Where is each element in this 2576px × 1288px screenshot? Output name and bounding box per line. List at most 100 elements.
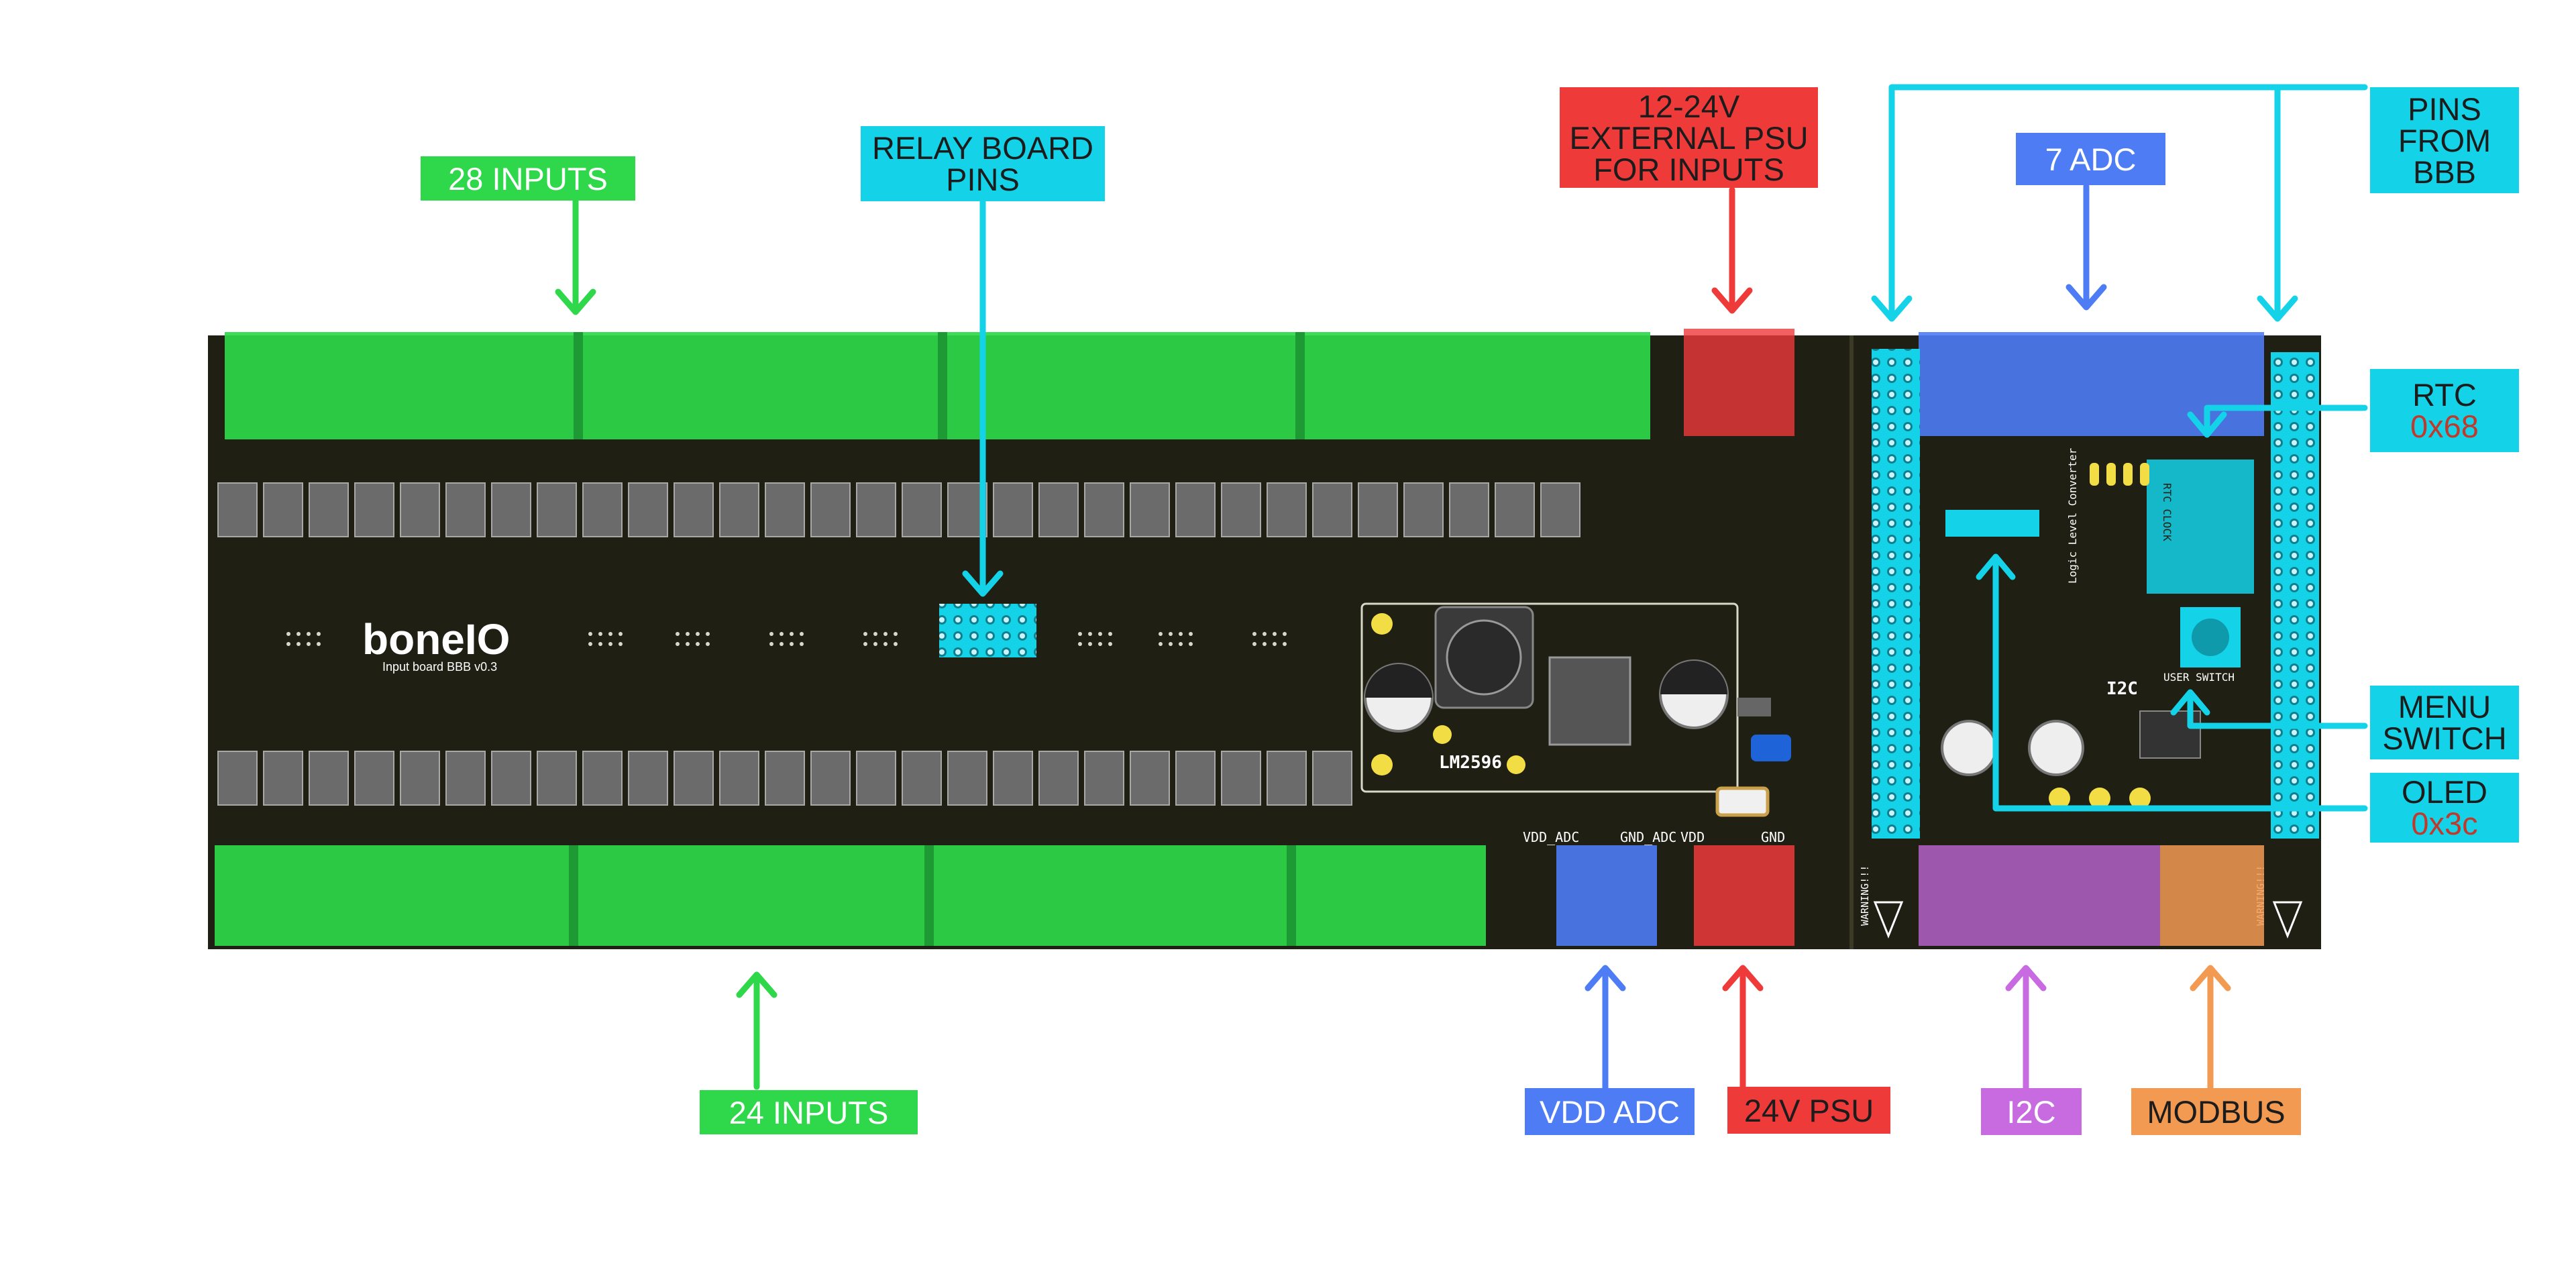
silk-vdd: VDD [1680,829,1705,845]
callout-rtc-address: 0x68 [2410,409,2479,444]
callout-menu-line1: MENU [2398,689,2491,724]
callout-i2c: I2C [1981,1088,2082,1135]
optocoupler-chip [1540,482,1580,537]
optocoupler-chip [309,751,349,806]
input-terminals-top [225,332,1650,439]
callout-24v-psu: 24V PSU [1727,1087,1890,1134]
optocoupler-row-bottom [217,751,1352,806]
optocoupler-chip [1038,482,1079,537]
relay-board-header [939,604,1036,657]
user-switch-silk: USER SWITCH [2163,671,2235,684]
optocoupler-chip [856,751,896,806]
optocoupler-chip [263,482,303,537]
capacitor-c6 [2028,720,2084,776]
capacitor-c7 [1941,720,1997,776]
callout-bbb-line1: PINS [2408,91,2481,127]
optocoupler-chip [354,482,394,537]
optocoupler-chip [1495,482,1535,537]
callout-psu-line3: FOR INPUTS [1593,151,1784,187]
callout-menu-switch: MENU SWITCH [2370,686,2519,759]
yellow-pads [1371,463,2151,809]
i2c-header [1945,510,2039,537]
callout-adc-text: 7 ADC [2045,141,2137,177]
optocoupler-chip [810,751,851,806]
optocoupler-chip [902,751,942,806]
optocoupler-chip [856,482,896,537]
modbus-terminal [2160,845,2264,946]
optocoupler-chip [309,482,349,537]
board-subtitle: Input board BBB v0.3 [382,660,497,674]
callout-modbus: MODBUS [2131,1088,2301,1135]
callout-vdd-adc: VDD ADC [1525,1088,1695,1135]
callout-relay-line2: PINS [946,162,1020,197]
warning-left: WARNING!!! [1859,865,1871,926]
optocoupler-chip [217,482,258,537]
optocoupler-chip [217,751,258,806]
optocoupler-chip [263,751,303,806]
rtc-battery-holder [2147,460,2254,594]
optocoupler-row-top [217,482,1580,537]
callout-28-inputs-text: 28 INPUTS [448,160,608,197]
i2c-terminal [1919,845,2160,946]
adc-terminal [1919,332,2264,436]
optocoupler-chip [628,482,668,537]
optocoupler-chip [1221,482,1261,537]
silk-gnd: GND [1761,829,1785,845]
callout-menu-line2: SWITCH [2382,720,2507,756]
optocoupler-chip [1267,751,1307,806]
diode-d2 [1737,698,1771,716]
optocoupler-chip [674,482,714,537]
optocoupler-chip [947,751,987,806]
optocoupler-chip [491,751,531,806]
bbb-header-right [2271,352,2319,839]
optocoupler-chip [1175,482,1216,537]
optocoupler-chip [1130,751,1170,806]
optocoupler-chip [537,751,577,806]
optocoupler-chip [491,482,531,537]
i2c-silk: I2C [2106,679,2138,699]
callout-24-inputs: 24 INPUTS [700,1090,918,1134]
silk-gnd-adc: GND_ADC [1620,829,1676,845]
optocoupler-chip [1449,482,1489,537]
external-psu-terminal [1684,329,1794,436]
optocoupler-chip [1084,751,1124,806]
callout-24-inputs-text: 24 INPUTS [729,1094,889,1130]
optocoupler-chip [719,751,759,806]
board-logo: boneIO [362,615,510,663]
vdd-adc-terminal [1556,845,1657,946]
optocoupler-chip [993,482,1033,537]
callout-oled-line1: OLED [2402,774,2487,810]
capacitor-c2-band [1660,661,1727,694]
input-terminals-bottom [215,845,1486,946]
callout-vdd-adc-text: VDD ADC [1540,1093,1680,1130]
optocoupler-chip [719,482,759,537]
capacitor-c8-band [1365,664,1432,698]
potentiometer [1751,735,1791,761]
optocoupler-chip [1130,482,1170,537]
callout-external-psu: 12-24V EXTERNAL PSU FOR INPUTS [1560,87,1818,188]
optocoupler-chip [1267,482,1307,537]
inductor-core [1446,619,1522,696]
callout-bbb-line2: FROM [2398,122,2491,158]
callout-modbus-text: MODBUS [2147,1093,2286,1130]
optocoupler-chip [1221,751,1261,806]
optocoupler-chip [400,751,440,806]
rtc-clock-silk: RTC CLOCK [2161,483,2174,541]
callout-psu-line1: 12-24V [1638,88,1740,124]
regulator-label: LM2596 [1439,753,1502,773]
via-dots [286,632,1287,646]
callout-relay-line1: RELAY BOARD [872,130,1093,166]
terminal-dividers-bottom [569,845,1296,946]
optocoupler-chip [810,482,851,537]
callout-rtc-line1: RTC [2412,377,2477,413]
callout-psu-line2: EXTERNAL PSU [1569,119,1809,156]
user-switch-knob [2192,619,2229,656]
optocoupler-chip [445,482,486,537]
psu-24v-terminal [1694,845,1794,946]
optocoupler-chip [1038,751,1079,806]
callout-bbb-line3: BBB [2412,154,2477,190]
optocoupler-chip [765,482,805,537]
callout-rtc: RTC 0x68 [2370,369,2519,452]
optocoupler-chip [1403,482,1444,537]
